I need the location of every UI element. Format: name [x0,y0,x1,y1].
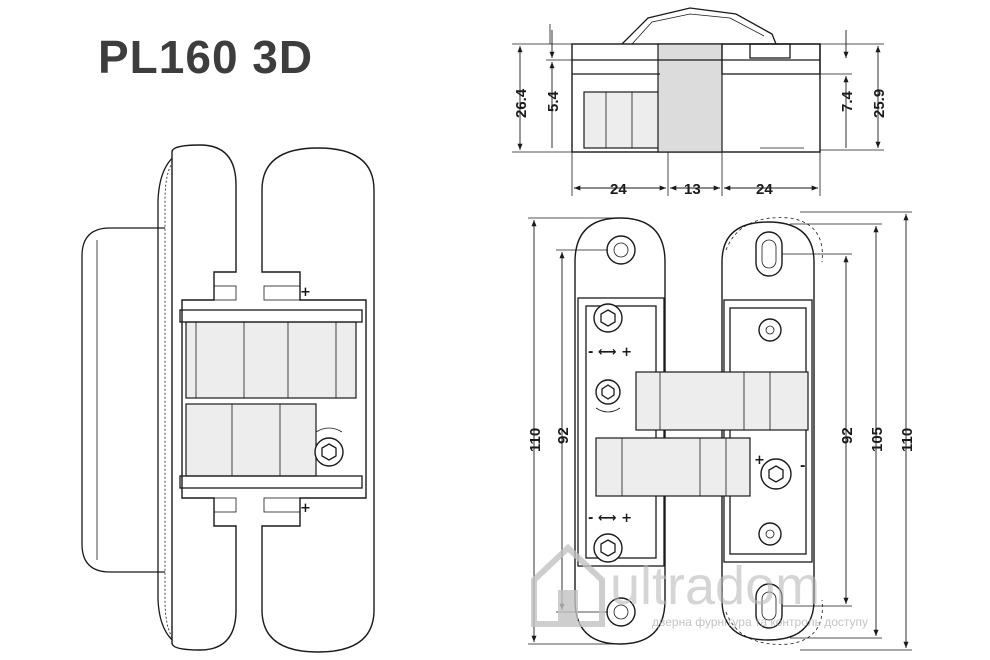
front-view: - ⟷ + - ⟷ + + - 110 92 [527,211,916,651]
watermark-brand: ultradom [610,556,820,616]
left-plate [171,144,237,651]
front-upper-lever [635,371,809,431]
watermark-tagline: дверна фурнітура та контроль доступу [652,615,868,629]
rear-body [81,227,165,573]
svg-text:- ⟷ +: - ⟷ + [588,511,632,526]
top-center-lever [657,43,723,153]
watermark: ultradom дверна фурнітура та контроль до… [531,543,868,629]
dim-front-inner-right: 92 [839,427,856,444]
dim-front-outer-left: 110 [527,428,544,452]
dim-w-left: 24 [610,181,627,198]
svg-text:+: + [300,501,311,516]
front-lower-lever [595,437,751,497]
svg-text:+: + [754,453,765,468]
svg-text:-: - [800,459,805,474]
lower-lever [185,403,317,477]
dim-top-h-left: 26.4 [513,88,530,118]
hole-top-left [606,235,636,265]
dim-w-right: 24 [756,181,773,198]
product-title: PL160 3D [98,31,314,83]
dim-front-mid-right: 105 [869,427,886,452]
adjust-screw [314,437,344,467]
dim-front-inner-left: 92 [555,427,572,444]
dim-top-h-inner: 5.4 [545,90,562,112]
dim-front-outer-right: 110 [899,428,916,452]
top-view: 24 13 24 26.4 5.4 7.4 25.9 [512,7,888,198]
dim-top-h-right-inner: 7.4 [839,90,856,112]
side-view: + + [81,144,375,653]
dim-w-mid: 13 [684,181,701,198]
house-logo-icon [531,543,605,627]
upper-lever [185,321,357,399]
dim-top-h-right: 25.9 [871,89,888,118]
front-right-plate [721,221,815,641]
svg-text:- ⟷ +: - ⟷ + [588,345,632,360]
svg-text:+: + [300,285,311,300]
right-plate [261,147,375,653]
slot-top-right [755,231,783,277]
